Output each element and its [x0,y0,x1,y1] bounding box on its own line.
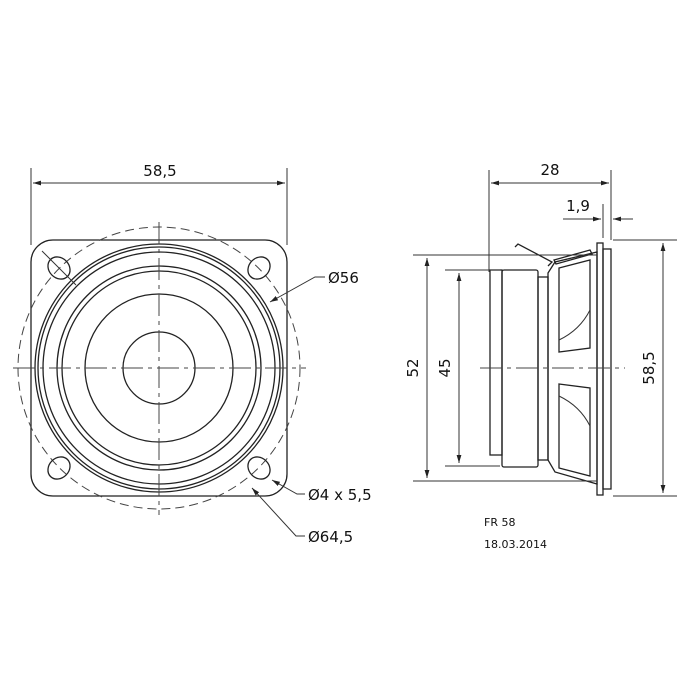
magnet-outer-label: 52 [404,358,422,377]
model-label: FR 58 [484,516,515,529]
mounting-holes [41,250,271,480]
front-view: 58,5 Ø56 Ø4 x 5,5 Ø64,5 [13,162,372,546]
side-height-label: 58,5 [640,351,658,384]
front-width-label: 58,5 [143,162,176,180]
hole-circle-label: Ø64,5 [308,528,353,546]
magnet-inner-label: 45 [436,358,454,377]
date-label: 18.03.2014 [484,538,547,551]
hole-size-label: Ø4 x 5,5 [308,486,372,504]
baffle-diameter-label: Ø56 [328,269,359,287]
depth-label: 28 [540,161,559,179]
side-view: 28 1,9 52 45 [404,161,677,497]
flange-thickness-label: 1,9 [566,197,590,215]
